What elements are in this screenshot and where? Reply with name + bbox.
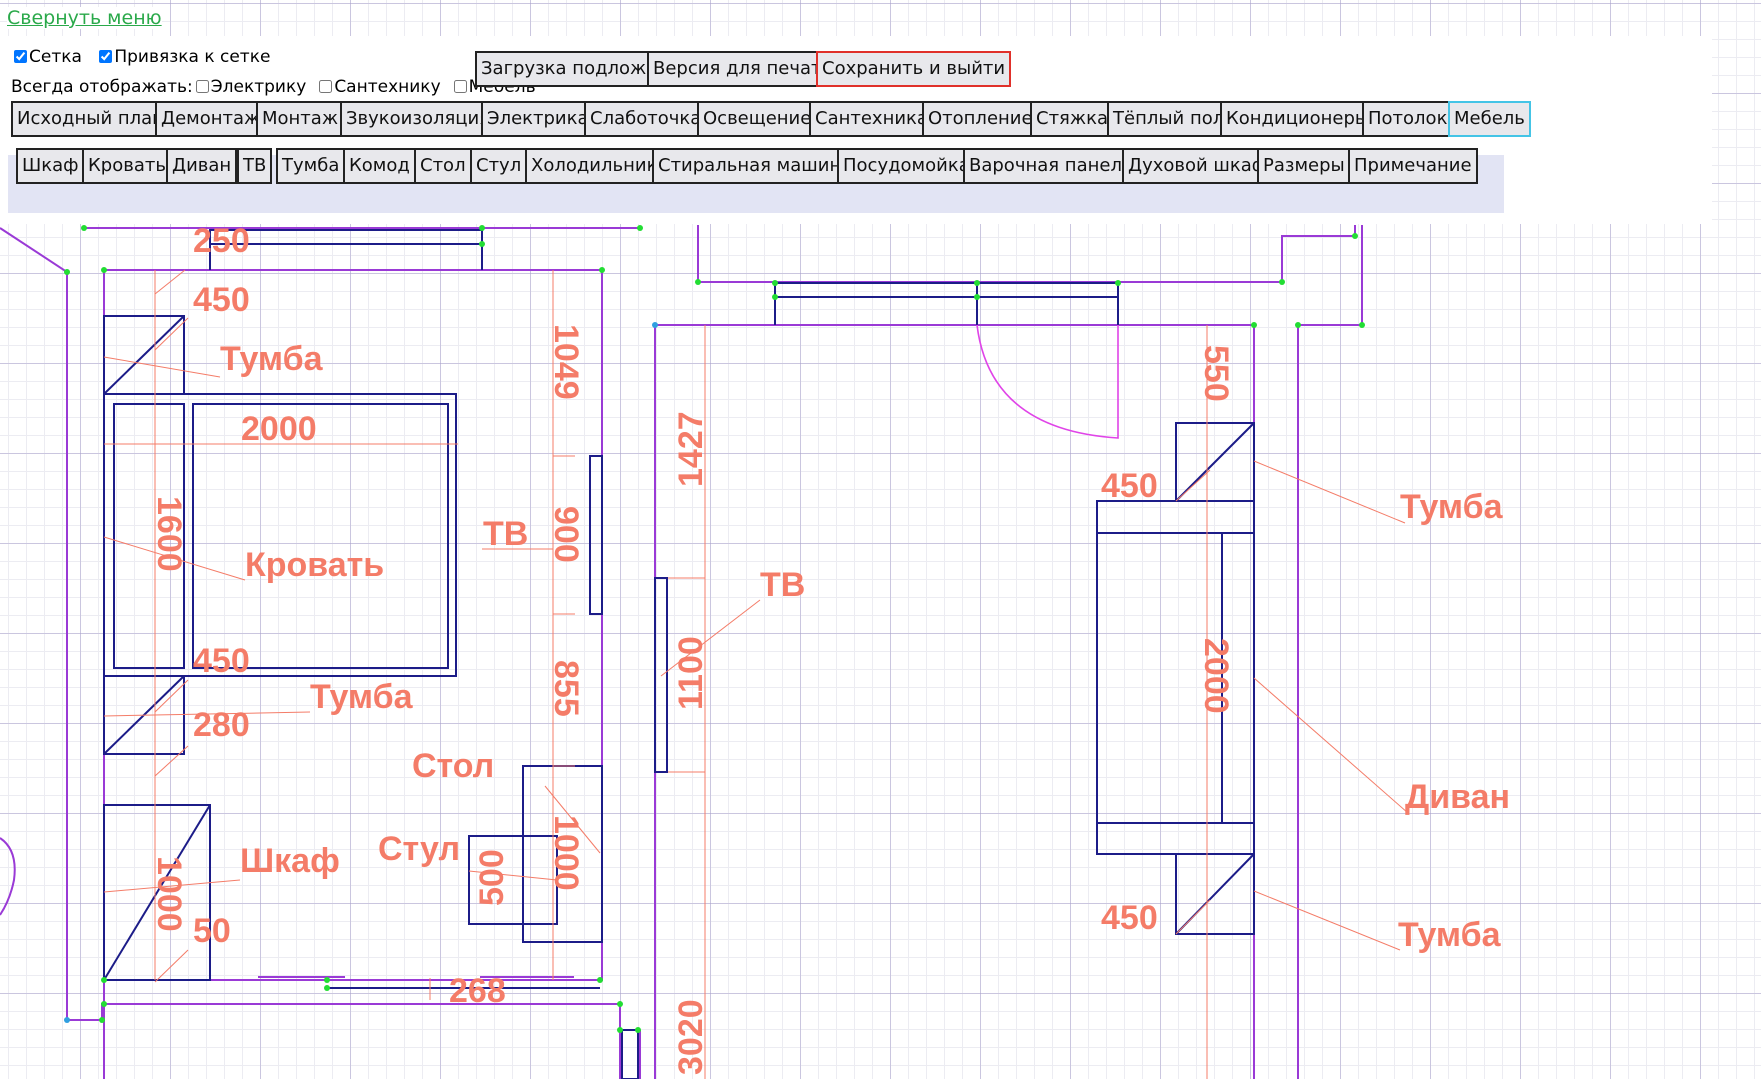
tool-tv[interactable]: ТВ — [237, 148, 273, 184]
tool-oven[interactable]: Духовой шкаф — [1122, 148, 1274, 184]
stage-tab-lighting[interactable]: Освещение — [697, 101, 818, 137]
snap-checkbox[interactable] — [99, 50, 113, 63]
dim-2000-a: 2000 — [241, 410, 317, 448]
dim-268: 268 — [449, 972, 506, 1010]
tool-nightstand[interactable]: Тумба — [276, 148, 346, 184]
dim-3020: 3020 — [672, 999, 710, 1075]
plumbing-checkbox[interactable] — [319, 80, 333, 93]
tool-dishwasher[interactable]: Посудомойка — [837, 148, 976, 184]
tool-washing-machine[interactable]: Стиральная машина — [652, 148, 859, 184]
tool-dresser[interactable]: Комод — [343, 148, 416, 184]
dim-550: 550 — [1197, 345, 1235, 402]
label-tumba-3: Тумба — [1400, 488, 1504, 526]
door-arc — [976, 324, 1119, 439]
snap-label: Привязка к сетке — [114, 47, 271, 67]
tv-shape-2 — [654, 577, 668, 773]
dim-500: 500 — [473, 849, 511, 906]
grid-options: Сетка Привязка к сетке — [12, 47, 280, 67]
label-tumba-1: Тумба — [220, 340, 324, 378]
stage-tab-screed[interactable]: Стяжка — [1030, 101, 1114, 137]
dim-1427: 1427 — [672, 411, 710, 487]
dim-450-b: 450 — [193, 642, 250, 680]
tumba-shape-2 — [103, 675, 185, 755]
grid-label: Сетка — [29, 47, 82, 67]
save-exit-button[interactable]: Сохранить и выйти — [816, 51, 1012, 87]
label-table: Стол — [412, 747, 494, 785]
label-bed: Кровать — [245, 546, 384, 584]
tool-dimensions[interactable]: Размеры — [1257, 148, 1351, 184]
always-show-electric[interactable]: Электрику — [193, 77, 307, 97]
dimension-lines — [103, 269, 1409, 1079]
tv-shape-1 — [589, 455, 603, 615]
tool-bed[interactable]: Кровать — [82, 148, 172, 184]
tool-fridge[interactable]: Холодильник — [525, 148, 664, 184]
stage-tab-heating[interactable]: Отопление — [922, 101, 1039, 137]
dim-50: 50 — [193, 912, 231, 950]
tool-sofa[interactable]: Диван — [166, 148, 238, 184]
label-tv-1: ТВ — [483, 515, 528, 553]
stage-tab-furniture[interactable]: Мебель — [1448, 101, 1531, 137]
label-tumba-2: Тумба — [310, 678, 414, 716]
dim-1000-a: 1000 — [150, 856, 188, 932]
stage-tab-floor-heating[interactable]: Тёплый пол — [1107, 101, 1231, 137]
wall-nodes — [64, 225, 1365, 1033]
window-frames — [209, 229, 1119, 1079]
dim-1049: 1049 — [547, 324, 585, 400]
dim-1600: 1600 — [150, 496, 188, 572]
tool-cooktop[interactable]: Варочная панель — [963, 148, 1139, 184]
tool-note[interactable]: Примечание — [1348, 148, 1478, 184]
furniture-checkbox[interactable] — [453, 80, 467, 93]
always-show-label: Всегда отображать: — [11, 77, 193, 97]
tumba-shape-4 — [1175, 853, 1255, 935]
dim-450-a: 450 — [193, 281, 250, 319]
label-tv-2: ТВ — [760, 566, 805, 604]
always-show-plumbing[interactable]: Сантехнику — [316, 77, 441, 97]
grid-checkbox[interactable] — [14, 50, 27, 63]
stage-tab-electrical[interactable]: Электрика — [481, 101, 595, 137]
label-sofa: Диван — [1405, 778, 1510, 816]
stage-tab-installation[interactable]: Монтаж — [256, 101, 345, 137]
dim-1100: 1100 — [672, 636, 710, 710]
bed-shape — [103, 393, 457, 677]
dim-450-d: 450 — [1101, 899, 1158, 937]
plumbing-label: Сантехнику — [334, 77, 441, 97]
dim-280: 280 — [193, 706, 250, 744]
grid-toggle[interactable]: Сетка — [12, 47, 82, 67]
stage-tab-demolition[interactable]: Демонтаж — [155, 101, 267, 137]
stage-tab-air-conditioning[interactable]: Кондиционеры — [1220, 101, 1376, 137]
stage-tab-plumbing[interactable]: Сантехника — [809, 101, 934, 137]
tool-wardrobe[interactable]: Шкаф — [16, 148, 85, 184]
dim-855: 855 — [547, 660, 585, 717]
label-tumba-4: Тумба — [1398, 916, 1502, 954]
print-version-button[interactable]: Версия для печати — [647, 51, 840, 87]
label-wardrobe: Шкаф — [240, 842, 340, 880]
upload-underlay-button[interactable]: Загрузка подложки — [475, 51, 675, 87]
dim-250: 250 — [193, 222, 250, 260]
dim-450-c: 450 — [1101, 467, 1158, 505]
label-chair: Стул — [378, 830, 460, 868]
stage-tab-soundproofing[interactable]: Звукоизоляция — [340, 101, 497, 137]
collapse-menu-link[interactable]: Свернуть меню — [7, 7, 162, 29]
dim-2000-b: 2000 — [1197, 638, 1235, 714]
electric-label: Электрику — [210, 77, 307, 97]
dim-1000-b: 1000 — [547, 815, 585, 891]
stage-tab-ceiling[interactable]: Потолок — [1362, 101, 1454, 137]
tool-table[interactable]: Стол — [414, 148, 472, 184]
electric-checkbox[interactable] — [195, 80, 209, 93]
dim-900: 900 — [547, 506, 585, 563]
stage-tab-low-voltage[interactable]: Слаботочка — [584, 101, 708, 137]
stage-tab-original-plan[interactable]: Исходный план — [11, 101, 170, 137]
tool-chair[interactable]: Стул — [470, 148, 528, 184]
snap-toggle[interactable]: Привязка к сетке — [97, 47, 270, 67]
